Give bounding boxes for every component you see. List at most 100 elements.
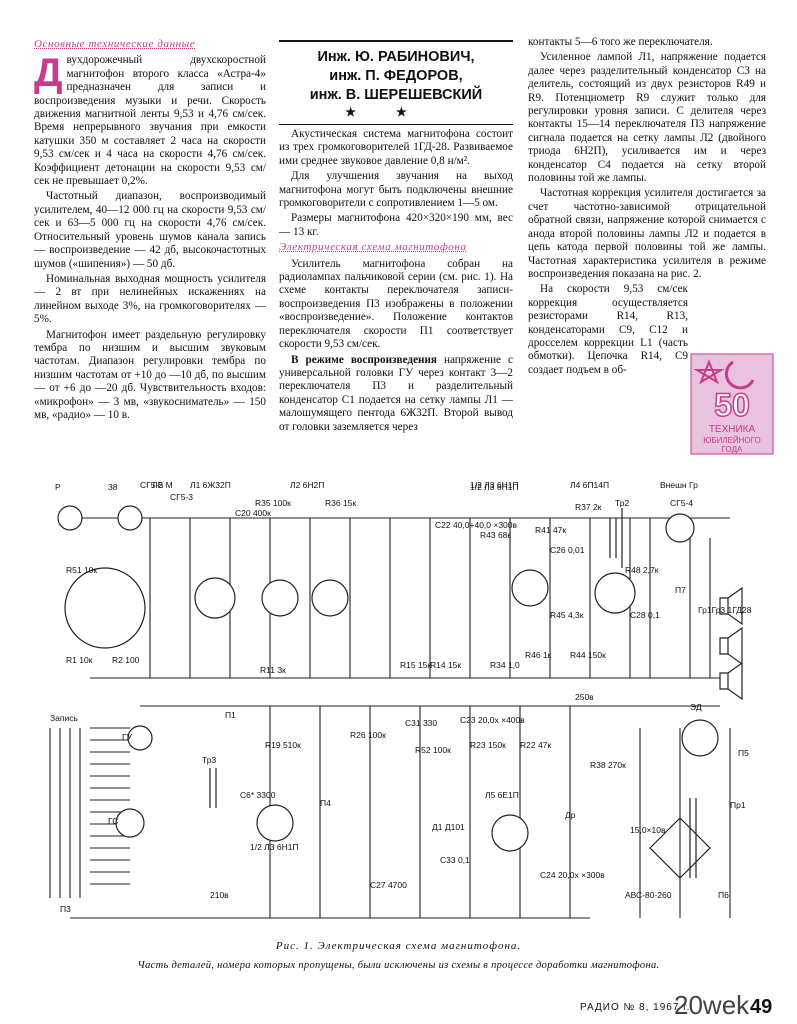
section-title-schematic: Электрическая схема магнитофона (279, 241, 467, 254)
tube-l2a-icon (261, 579, 299, 617)
lamp-label: СГ5-4 (670, 498, 693, 508)
paragraph-playback: В режиме воспроизведения напряжение с ун… (279, 354, 513, 434)
resistor-label: R1 10к (66, 655, 93, 665)
misc-label: 15,0×10в (630, 825, 666, 835)
resistor-label: R36 15к (325, 498, 356, 508)
paragraph-amplifier: Усилитель магнитофона собран на радиолам… (279, 257, 513, 351)
tube-l1-icon (194, 577, 236, 619)
resistor-label: R19 510к (265, 740, 301, 750)
playback-text: напряжение с универсальной головки ГУ че… (279, 353, 513, 433)
figure-caption: Рис. 1. Электрическая схема магнитофона. (275, 940, 522, 952)
schematic-labels: Р 38 СГ5-2 СГ5-3 ЛВ М Л1 6Ж32П Л2 6Н2П 1… (50, 480, 752, 914)
paragraph-power: Номинальная выходная мощность усилителя … (34, 272, 266, 326)
author-2: инж. П. ФЕДОРОВ, (329, 68, 463, 84)
resistor-label: R48 2,7к (625, 565, 659, 575)
misc-label: П6 (718, 890, 729, 900)
resistor-label: R26 100к (350, 730, 386, 740)
resistor-label: R37 2к (575, 502, 602, 512)
paragraph-acoustic: Акустическая система магнитофона состоит… (279, 128, 513, 167)
lamp-label: 1/2 Л3 6Н1П (250, 842, 299, 852)
star-divider: ★★ (345, 105, 447, 119)
resistor-label: R43 68к (480, 530, 511, 540)
capacitor-label: С22 40,0+40,0 ×300в (435, 520, 518, 530)
lamp-label: СГ5-2 (140, 480, 163, 490)
intro-text: вухдорожечный двухскоростной магнитофон … (34, 54, 266, 188)
speaker-1-icon (719, 586, 743, 626)
resistor-label: R34 1,0 (490, 660, 520, 670)
lamp-label: Л2 6Н2П (290, 480, 324, 490)
resistor-label: R35 100к (255, 498, 291, 508)
resistor-label: R46 1к (525, 650, 552, 660)
capacitor-label: С26 0,01 (550, 545, 585, 555)
watermark: 20wek (674, 990, 750, 1020)
speaker-3-icon (719, 661, 743, 701)
resistor-label: R15 15к (400, 660, 431, 670)
rectifier-bridge-icon (649, 817, 711, 879)
tube-l3b-icon (256, 804, 294, 842)
capacitor-label: С28 0,1 (630, 610, 660, 620)
misc-label: АВС-80-260 (625, 890, 672, 900)
drop-cap: Д (34, 51, 63, 96)
lamp-label: СГ5-3 (170, 492, 193, 502)
resistor-label: R52 100к (415, 745, 451, 755)
transformer-tr3-icon (209, 768, 217, 808)
paragraph-speed: На скорости 9,53 см/сек коррекция осущес… (528, 283, 688, 376)
column-right: контакты 5—6 того же переключателя. Усил… (528, 36, 766, 379)
tube-l4-icon (594, 572, 636, 614)
resistor-label: R38 270к (590, 760, 626, 770)
capacitor-label: С20 400к (235, 508, 271, 518)
transformers (209, 508, 697, 878)
sickle-icon (724, 360, 755, 390)
lamp-label: Л1 6Ж32П (190, 480, 231, 490)
tube-l5-icon (491, 814, 529, 852)
misc-label: 1/2 Л3 6Н1П (470, 482, 519, 492)
switch-p2-icon (64, 567, 146, 649)
jubilee-logo: 50 ТЕХНИКА ЮБИЛЕЙНОГО ГОДА (690, 353, 774, 455)
misc-label: ГС (108, 816, 118, 826)
figure-note: Часть деталей, номера которых пропущены,… (137, 960, 660, 971)
star-icon (693, 359, 725, 385)
resistor-label: R51 10к (66, 565, 97, 575)
resistor-label: R45 4,3к (550, 610, 584, 620)
circuit-schematic: Р 38 СГ5-2 СГ5-3 ЛВ М Л1 6Ж32П Л2 6Н2П 1… (49, 480, 752, 919)
author-3: инж. В. ШЕРЕШЕВСКИЙ (309, 87, 483, 103)
transformer-tr2-icon (609, 508, 623, 568)
connector-38-icon (117, 505, 143, 531)
lamp-label: 1/2 Л3 6Н1П (470, 480, 519, 490)
power-transformer-icon (689, 798, 697, 878)
misc-label: 210в (210, 890, 229, 900)
misc-label: ЭД (690, 702, 702, 712)
connector-external-icon (665, 513, 695, 543)
paragraph-dimensions: Размеры магнитофона 420×320×190 мм, вес … (279, 212, 513, 238)
resistor-label: R14 15к (430, 660, 461, 670)
misc-label: П1 (225, 710, 236, 720)
resistor-label: R23 150к (470, 740, 506, 750)
misc-label: Запись (50, 713, 78, 723)
vacuum-tubes (57, 505, 719, 852)
misc-label: Пр1 (730, 800, 746, 810)
capacitor-label: С24 20,0х ×300в (540, 870, 605, 880)
schematic-wiring (49, 517, 731, 919)
motor-ed-icon (681, 719, 719, 757)
connector-p-icon (57, 505, 83, 531)
misc-label: Др (565, 810, 576, 820)
misc-label: Д1 Д101 (432, 822, 465, 832)
misc-label: П7 (675, 585, 686, 595)
page-number: 49 (750, 996, 773, 1018)
section-title-specs: Основные технические данные (34, 38, 196, 50)
author-1: Инж. Ю. РАБИНОВИЧ, (317, 49, 475, 65)
resistor-label: R11 3к (260, 665, 286, 675)
paragraph-amplified: Усиленное лампой Л1, напряжение подается… (528, 51, 766, 185)
logo-line-2: ЮБИЛЕЙНОГО (703, 436, 761, 445)
authors-block: Инж. Ю. РАБИНОВИЧ, инж. П. ФЕДОРОВ, инж.… (279, 40, 513, 125)
capacitor-label: С33 0,1 (440, 855, 470, 865)
head-gu-icon (127, 725, 153, 751)
lamp-label: Л4 6П14П (570, 480, 609, 490)
misc-label: ГУ (122, 732, 133, 742)
paragraph-contacts: контакты 5—6 того же переключателя. (528, 36, 713, 48)
misc-label: П3 (60, 904, 71, 914)
misc-label: П5 (738, 748, 749, 758)
capacitor-label: С23 20,0х ×400в (460, 715, 525, 725)
